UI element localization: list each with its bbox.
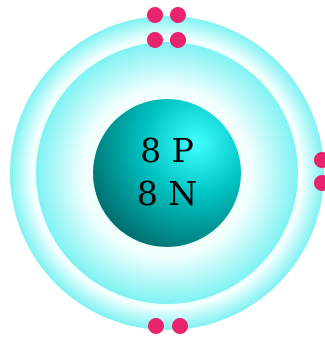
electron <box>170 32 186 48</box>
electron <box>314 152 325 168</box>
electron <box>148 318 164 334</box>
electron <box>172 318 188 334</box>
nucleus <box>93 99 241 247</box>
electron <box>147 32 163 48</box>
electrons <box>147 7 325 334</box>
neutrons-label: 8 N <box>137 174 197 213</box>
electron <box>147 7 163 23</box>
electron <box>314 175 325 191</box>
electron <box>170 7 186 23</box>
protons-label: 8 P <box>140 131 194 170</box>
